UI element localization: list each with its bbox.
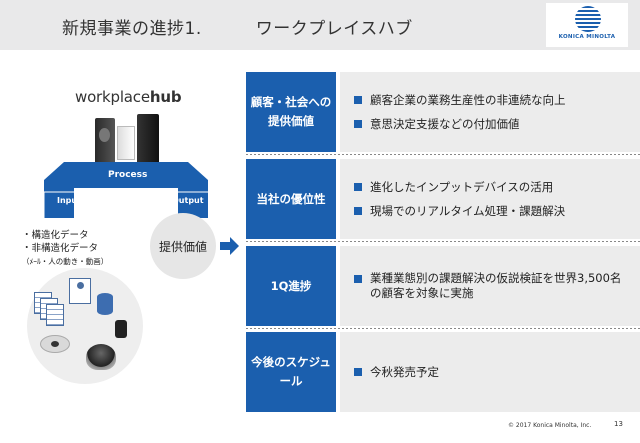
company-logo-text: KONICA MINOLTA (558, 34, 616, 40)
output-label: Output (172, 196, 204, 205)
data-item-unstructured: ・非構造化データ (22, 243, 99, 254)
process-label: Process (108, 170, 148, 180)
device-illustration (95, 112, 165, 174)
device-server-icon (137, 114, 159, 170)
list-item: 進化したインプットデバイスの活用 (354, 180, 565, 195)
page-title-main: 新規事業の進捗1. (62, 19, 202, 39)
input-label: Input (57, 196, 81, 205)
value-circle (150, 213, 216, 279)
row-body: 顧客企業の業務生産性の非連続な向上 意思決定支援などの付加価値 (340, 72, 640, 152)
product-logo-suffix: hub (149, 88, 182, 106)
copyright-text: © 2017 Konica Minolta, Inc. (508, 422, 592, 429)
dotted-divider (246, 241, 640, 242)
row-label: 顧客・社会への提供価値 (246, 72, 336, 152)
square-bullet-icon (354, 96, 362, 104)
row-label: 今後のスケジュール (246, 332, 336, 412)
square-bullet-icon (354, 274, 362, 283)
square-bullet-icon (354, 120, 362, 128)
device-tower-icon (95, 118, 115, 166)
square-bullet-icon (354, 368, 362, 376)
value-label: 提供価値 (158, 240, 207, 254)
page-title: 新規事業の進捗1. ワークプレイスハブ (62, 14, 413, 39)
dotted-divider (246, 154, 640, 155)
list-item: 今秋発売予定 (354, 365, 439, 380)
row-label: 当社の優位性 (246, 159, 336, 239)
process-arch (43, 162, 208, 218)
square-bullet-icon (354, 183, 362, 191)
row-body: 今秋発売予定 (340, 332, 640, 412)
list-item: 業種業態別の課題解決の仮説検証を世界3,500名の顧客を対象に実施 (354, 271, 626, 301)
data-type-list: ・構造化データ ・非構造化データ （ﾒｰﾙ・人の動き・動画） (22, 229, 108, 268)
square-bullet-icon (354, 207, 362, 215)
wearable-icon (115, 320, 127, 338)
dome-camera-icon (86, 344, 116, 370)
row-value: 顧客・社会への提供価値 顧客企業の業務生産性の非連続な向上 意思決定支援などの付… (246, 72, 640, 155)
arrow-right-icon (220, 237, 239, 255)
row-body: 進化したインプットデバイスの活用 現場でのリアルタイム処理・課題解決 (340, 159, 640, 239)
database-icon (97, 293, 113, 315)
list-item: 現場でのリアルタイム処理・課題解決 (354, 204, 565, 219)
ceiling-camera-icon (40, 335, 70, 353)
page-number: 13 (614, 420, 623, 428)
list-item: 顧客企業の業務生産性の非連続な向上 (354, 93, 566, 108)
product-logo-prefix: workplace (75, 88, 150, 106)
device-panel-icon (117, 126, 135, 160)
row-label: 1Q進捗 (246, 246, 336, 326)
profile-card-icon (69, 278, 91, 304)
data-item-structured: ・構造化データ (22, 230, 89, 241)
row-schedule: 今後のスケジュール 今秋発売予定 (246, 332, 640, 412)
document-icon (46, 304, 64, 326)
globe-mark-icon (575, 6, 601, 32)
page-title-sub: ワークプレイスハブ (255, 19, 413, 39)
header-band (0, 0, 640, 50)
row-body: 業種業態別の課題解決の仮説検証を世界3,500名の顧客を対象に実施 (340, 246, 640, 326)
data-item-note: （ﾒｰﾙ・人の動き・動画） (22, 257, 109, 266)
row-progress: 1Q進捗 業種業態別の課題解決の仮説検証を世界3,500名の顧客を対象に実施 (246, 246, 640, 329)
list-item: 意思決定支援などの付加価値 (354, 117, 566, 132)
product-logo: workplacehub (75, 88, 182, 106)
row-advantage: 当社の優位性 進化したインプットデバイスの活用 現場でのリアルタイム処理・課題解… (246, 159, 640, 242)
dotted-divider (246, 328, 640, 329)
company-logo: KONICA MINOLTA (546, 3, 628, 47)
